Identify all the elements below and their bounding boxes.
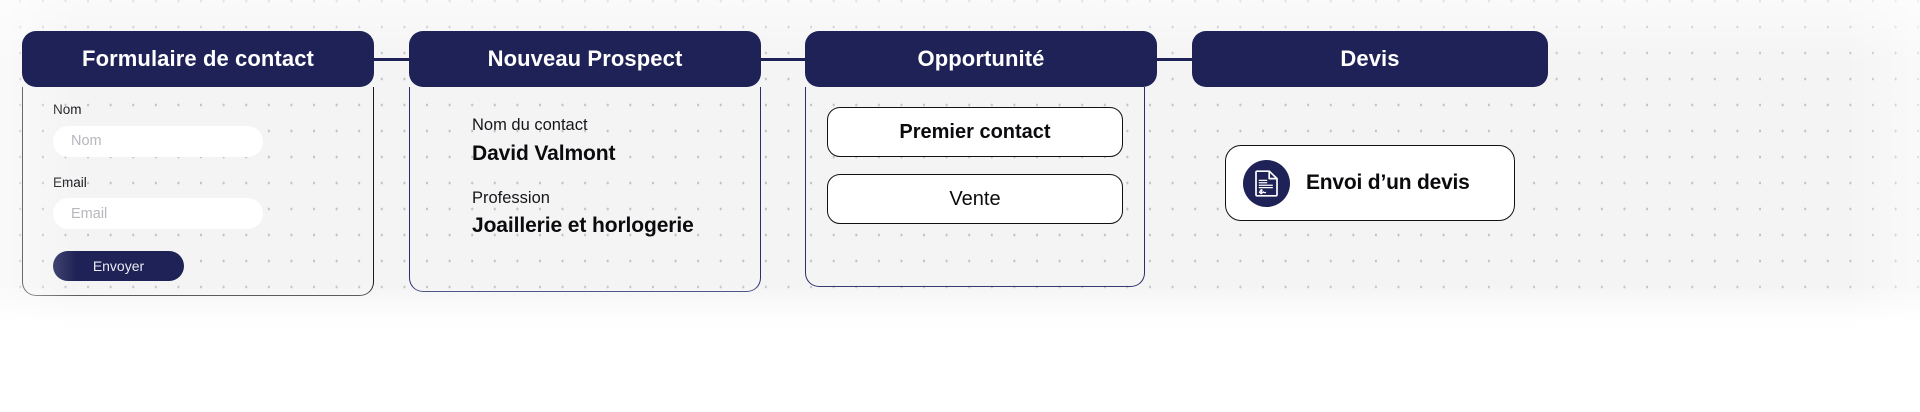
column-body-nouveau-prospect: Nom du contact David Valmont Profession …: [409, 87, 761, 292]
column-header-label: Opportunité: [917, 46, 1045, 71]
stage-column-devis: Devis: [1192, 31, 1548, 221]
column-header-formulaire-de-contact: Formulaire de contact: [22, 31, 374, 87]
column-header-label: Formulaire de contact: [82, 46, 314, 71]
stage-column-nouveau-prospect: Nouveau Prospect Nom du contact David Va…: [409, 31, 761, 292]
profession-caption: Profession: [472, 188, 550, 207]
email-input[interactable]: [53, 198, 263, 229]
document-signature-icon: [1243, 159, 1290, 207]
devis-action-area: Envoi d’un devis: [1192, 87, 1548, 221]
profession-value: Joaillerie et horlogerie: [472, 214, 694, 238]
field-spacer: [53, 157, 347, 176]
column-body-formulaire-de-contact: Nom Email Envoyer: [22, 87, 374, 296]
envoi-dun-devis-label: Envoi d’un devis: [1306, 171, 1470, 194]
email-field-label: Email: [53, 174, 87, 190]
nom-field-label: Nom: [53, 102, 82, 117]
stage-column-formulaire-de-contact: Formulaire de contact Nom Email Envoyer: [22, 31, 374, 296]
column-header-label: Devis: [1340, 46, 1400, 71]
info-spacer: [472, 165, 736, 190]
envoi-dun-devis-card[interactable]: Envoi d’un devis: [1225, 145, 1515, 221]
column-body-devis: Envoi d’un devis: [1192, 87, 1548, 292]
nom-du-contact-value: David Valmont: [472, 141, 616, 165]
envoyer-button[interactable]: Envoyer: [53, 251, 184, 281]
column-header-opportunite: Opportunité: [805, 31, 1157, 87]
connector-3-to-4: [1157, 58, 1192, 61]
premier-contact-button[interactable]: Premier contact: [827, 107, 1123, 157]
prospect-details: Nom du contact David Valmont Profession …: [410, 87, 760, 237]
contact-form: Nom Email Envoyer: [23, 87, 373, 281]
connector-2-to-3: [761, 58, 805, 61]
column-header-label: Nouveau Prospect: [487, 46, 683, 71]
column-body-opportunite: Premier contact Vente: [805, 87, 1145, 287]
column-header-nouveau-prospect: Nouveau Prospect: [409, 31, 761, 87]
stage-column-opportunite: Opportunité Premier contact Vente: [805, 31, 1157, 287]
vente-button[interactable]: Vente: [827, 174, 1123, 224]
column-header-devis: Devis: [1192, 31, 1548, 87]
opportunity-actions: Premier contact Vente: [806, 87, 1144, 224]
nom-input[interactable]: [53, 125, 263, 157]
connector-1-to-2: [374, 58, 409, 61]
nom-du-contact-caption: Nom du contact: [472, 116, 588, 134]
